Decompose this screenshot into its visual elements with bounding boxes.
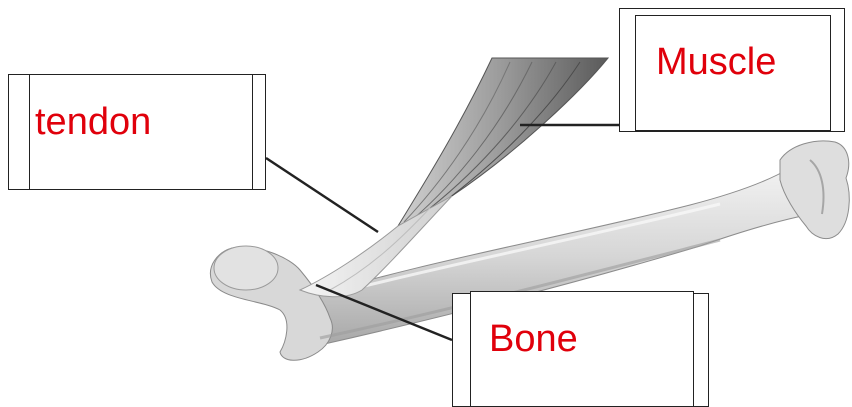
tendon-label: tendon (35, 103, 151, 141)
tendon-leader-line (266, 158, 378, 232)
bone-label: Bone (489, 320, 578, 358)
bone-distal-end (780, 141, 849, 239)
tendon-label-box: tendon (8, 74, 266, 190)
muscle-label: Muscle (656, 43, 776, 81)
muscle-illustration (398, 58, 608, 226)
bone-label-box: Bone (452, 293, 709, 407)
muscle-label-box: Muscle (619, 8, 845, 132)
bone-head (214, 246, 278, 290)
muscle-belly (398, 58, 608, 226)
